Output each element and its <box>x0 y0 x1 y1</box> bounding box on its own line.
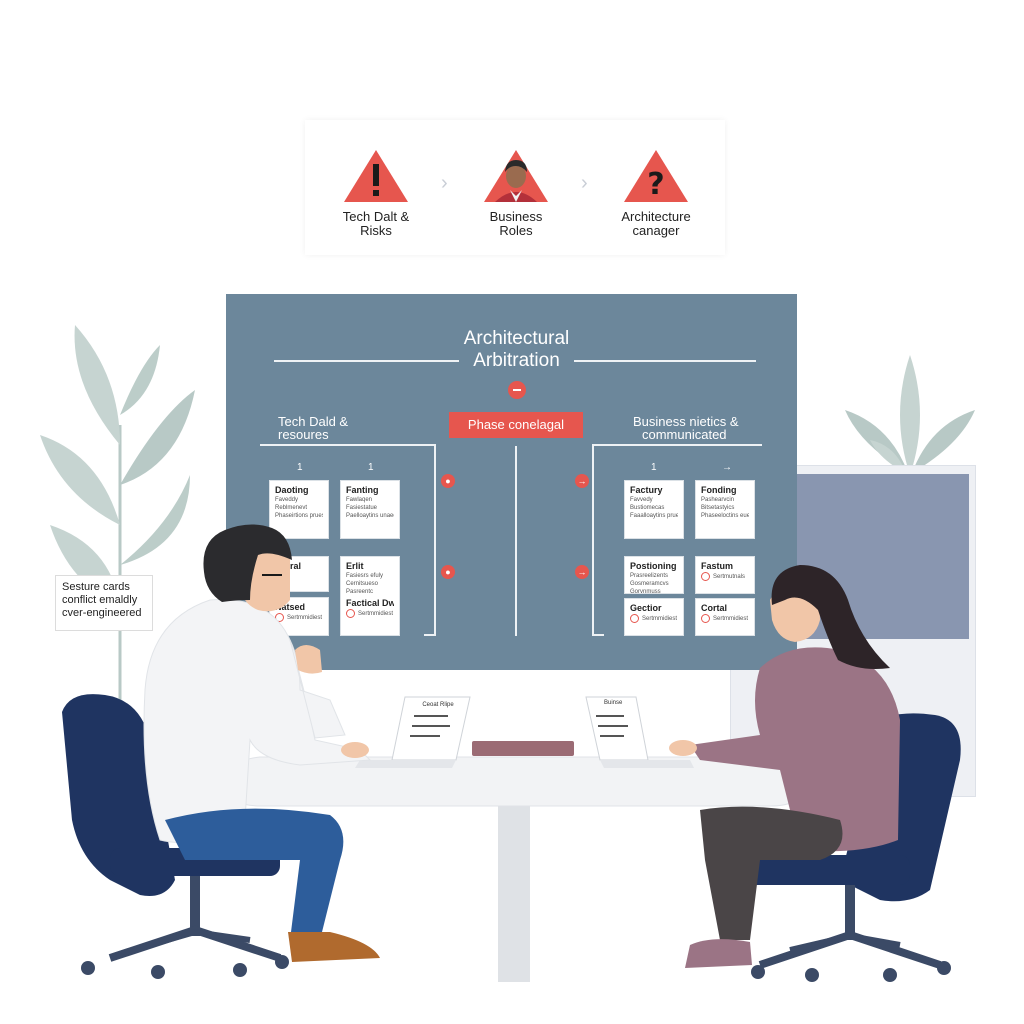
left-plant-icon <box>40 325 195 705</box>
center-divider <box>515 446 517 636</box>
flow-step-label: Architecture canager <box>621 209 691 238</box>
card-line: Gosmeramcvs <box>630 581 669 587</box>
right-column-number: → <box>722 462 732 473</box>
card-line: Paelloaytins unaed <box>346 513 394 519</box>
table-leg <box>498 800 530 982</box>
flow-step-tech-debt: Tech Dalt & Risks <box>321 146 431 238</box>
card-title: Erlit <box>346 561 364 571</box>
title-rule-right <box>574 360 756 362</box>
sticky-note-line: Sesture cards <box>62 581 130 593</box>
warning-exclamation-icon <box>341 146 411 206</box>
right-laptop <box>585 696 694 768</box>
card-line: Phaseeloctins euesd <box>701 513 749 519</box>
left-laptop-title: Ceoat Rlipe <box>422 702 454 708</box>
board-card: Erlit Fasiesrs efuly Cernitsueso Pasreen… <box>340 556 400 636</box>
man-figure <box>143 524 380 962</box>
board-title-line2: Arbitration <box>473 350 560 371</box>
card-line: Cernitsueso <box>346 581 379 587</box>
card-line: Sertmmidiest <box>275 613 323 622</box>
connector-icon: → <box>575 474 589 488</box>
card-line: Fasiestatue <box>346 505 378 511</box>
sticky-note: Sesture cards conflict emaldly cver-engi… <box>55 575 153 631</box>
svg-text:?: ? <box>647 167 664 202</box>
card-line: Faaalloaytins pruesd <box>630 513 678 519</box>
left-column-number: 1 <box>368 462 374 473</box>
card-line: Favvedy <box>630 497 653 503</box>
card-line: Prasreelizents <box>630 573 669 579</box>
card-line: Faveddy <box>275 497 299 503</box>
sticky-note-line: cver-engineered <box>62 607 142 619</box>
card-title: Daoting <box>275 485 309 495</box>
warning-question-icon: ? <box>621 146 691 206</box>
card-title: Fastum <box>701 561 734 571</box>
card-line: Sertmutnals <box>701 572 749 581</box>
arbitration-board: Architectural Arbitration Phase conelaga… <box>226 294 797 670</box>
process-flow-strip: Tech Dalt & Risks › Business Roles › ? <box>305 120 725 255</box>
right-column-number: 1 <box>651 462 657 473</box>
left-column-heading-line2: resoures <box>278 427 329 442</box>
flow-step-label: Tech Dalt & Risks <box>342 209 410 238</box>
flow-step-label: Business Roles <box>489 209 543 238</box>
card-title: Fonding <box>701 485 737 495</box>
card-line: Gorvnmuss <box>630 589 661 595</box>
card-title: Factury <box>630 485 663 495</box>
left-bracket-foot <box>424 634 436 636</box>
card-title: Cortal <box>701 603 728 613</box>
right-heading-rule <box>592 444 762 446</box>
left-heading-rule <box>260 444 436 446</box>
card-line: Fawlaqen <box>346 497 373 503</box>
right-bracket-foot <box>592 634 604 636</box>
card-line: Bustiomecas <box>630 505 665 511</box>
card-line: Bitsetastyics <box>701 505 735 511</box>
card-line: Sertmmidiest <box>346 609 394 618</box>
card-title: Fanting <box>346 485 379 495</box>
title-rule-left <box>274 360 459 362</box>
board-card: Fanting Fawlaqen Fasiestatue Paelloaytin… <box>340 480 400 539</box>
phase-badge: Phase conelagal <box>449 412 583 438</box>
card-title: Natsed <box>275 602 306 612</box>
card-line: Sertmmidiest <box>701 614 749 623</box>
card-title: Gectior <box>630 603 662 613</box>
right-plant-icon <box>845 355 975 475</box>
board-card: Cortal Sertmmidiest <box>695 598 755 636</box>
card-line: Phaseirtions pruesd <box>275 513 323 519</box>
right-column-heading-line1: Business nietics & <box>633 414 739 429</box>
card-line: Fasiesrs efuly <box>346 573 384 579</box>
board-card: Gectior Sertmmidiest <box>624 598 684 636</box>
flow-step-architecture-manager: ? Architecture canager <box>601 146 711 238</box>
card-line: Pasreentc <box>346 589 374 595</box>
sticky-note-line: conflict emaldly <box>62 594 138 606</box>
board-title-line1: Architectural <box>463 328 570 349</box>
card-line: Pashearvcin <box>701 497 735 503</box>
card-title: Postioning <box>630 561 677 571</box>
connector-icon: ● <box>441 474 455 488</box>
connector-icon: → <box>575 565 589 579</box>
right-bracket-line <box>592 444 594 634</box>
meeting-table <box>231 756 801 807</box>
board-card: Fastum Sertmutnals <box>695 556 755 594</box>
flow-step-business-roles: Business Roles <box>461 146 571 238</box>
notebook <box>472 741 574 756</box>
left-column-heading-line1: Tech Dald & <box>278 414 349 429</box>
left-laptop <box>355 696 471 768</box>
left-column-number: 1 <box>297 462 303 473</box>
chevron-right-icon: › <box>581 172 588 194</box>
right-column-heading-line2: communicated <box>642 427 727 442</box>
board-card: Fonding Pashearvcin Bitsetastyics Phasee… <box>695 480 755 539</box>
board-card: Postioning Prasreelizents Gosmeramcvs Go… <box>624 556 684 595</box>
board-card: Factury Favvedy Bustiomecas Faaalloaytin… <box>624 480 684 539</box>
connector-icon: ● <box>441 565 455 579</box>
card-title: Factical Dwbs <box>346 598 394 608</box>
board-card: Daoting Faveddy Reblmenevt Phaseirtions … <box>269 480 329 539</box>
chevron-right-icon: › <box>441 172 448 194</box>
right-laptop-title: Buinse <box>604 700 623 706</box>
left-bracket-line <box>434 444 436 634</box>
card-line: Reblmenevt <box>275 505 308 511</box>
collapse-dot-icon <box>508 381 526 399</box>
woman-figure <box>669 565 900 968</box>
person-avatar-icon <box>481 146 551 206</box>
card-line: Sertmmidiest <box>630 614 678 623</box>
